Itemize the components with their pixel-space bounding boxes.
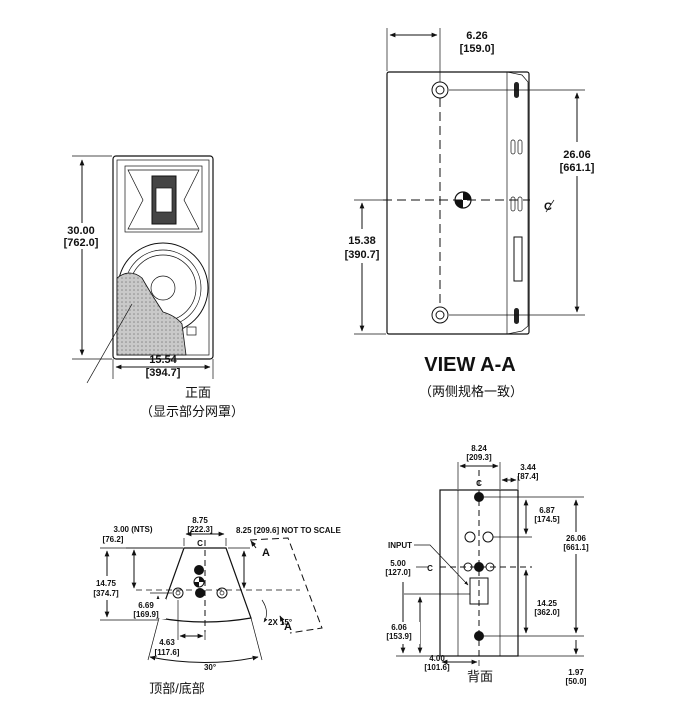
top-view: C 8.75 [222.3] 3.00 (NTS) [76.2] 8.25 [2… (88, 516, 341, 696)
back-h1-dimension: 6.87 [174.5] (484, 496, 560, 538)
top-height-in: 14.75 (96, 579, 117, 588)
back-c-dimension: 5.00 [127.0] (385, 559, 439, 657)
side-holes-in: 26.06 (563, 149, 591, 161)
front-height-mm: [762.0] (64, 237, 99, 249)
side-center-mm: [390.7] (345, 249, 380, 261)
back-side-in: 3.44 (520, 463, 536, 472)
back-mid-in: 14.25 (537, 599, 558, 608)
side-center-dimension: 15.38 [390.7] (340, 199, 386, 335)
top-offset-dimension: 4.63 [117.6] (155, 600, 206, 657)
back-input-callout: INPUT (388, 541, 469, 586)
front-width-dimension: 15.54 [394.7] (112, 354, 214, 379)
top-depth-mm: [222.3] (187, 525, 213, 534)
back-centerline-top: C (476, 479, 482, 488)
back-bottom-dimension: 4.00 [101.6] (424, 654, 480, 672)
back-mid-mm: [362.0] (534, 608, 560, 617)
back-width-mm: [209.3] (466, 453, 492, 462)
top-offset-mm: [117.6] (155, 648, 180, 657)
back-centerline-mid: C (427, 564, 433, 573)
side-depth-mm: [159.0] (460, 43, 495, 55)
front-cabinet (112, 155, 214, 360)
top-nts-in: 3.00 (NTS) (113, 525, 152, 534)
back-caption: 背面 (467, 669, 493, 684)
side-holes-mm: [661.1] (560, 162, 595, 174)
back-bottom-mm: [101.6] (424, 663, 450, 672)
top-section-label-upper: A (262, 547, 270, 559)
top-hole-dimension: 6.69 [169.9] (130, 592, 172, 619)
top-depth-dimension: 8.75 [222.3] (183, 516, 227, 546)
top-caption: 顶部/底部 (149, 681, 205, 696)
top-height-dimension: 14.75 [374.7] (88, 547, 183, 621)
side-holes-dimension: 26.06 [661.1] (449, 89, 598, 316)
front-view: 30.00 [762.0] 15.54 [394.7] 正面 （显示部分网罩） (62, 155, 244, 419)
back-view: C C 8.24 [209.3] 3.44 [87.4] 6.87 [174.5… (385, 444, 592, 686)
back-low-in: 6.06 (391, 623, 407, 632)
front-caption: 正面 (185, 385, 211, 400)
top-depth-in: 8.75 (192, 516, 208, 525)
side-depth-in: 6.26 (466, 30, 487, 42)
top-back-dimension: 8.25 [209.6] NOT TO SCALE (228, 526, 341, 589)
top-angle-markers: 30° 2X 15° (147, 599, 292, 672)
top-angle-big: 30° (204, 663, 216, 672)
side-centerline-mark: C (544, 199, 555, 213)
top-offset-in: 4.63 (159, 638, 175, 647)
back-side-dimension: 3.44 [87.4] (501, 463, 539, 489)
side-view-title: VIEW A-A (424, 354, 515, 376)
back-total-in: 26.06 (566, 534, 587, 543)
grille-leader-line (86, 303, 133, 384)
top-hole-in: 6.69 (138, 601, 154, 610)
back-input-label: INPUT (388, 541, 412, 550)
front-width-in: 15.54 (149, 354, 177, 366)
top-back-label: 8.25 [209.6] NOT TO SCALE (236, 526, 341, 535)
back-h1-in: 6.87 (539, 506, 555, 515)
front-height-in: 30.00 (67, 225, 95, 237)
back-h1-mm: [174.5] (534, 515, 560, 524)
top-section-line: A A (249, 537, 323, 634)
top-section-label-lower: A (284, 621, 292, 633)
back-low-dimension: 6.06 [153.9] (386, 593, 470, 654)
back-side-mm: [87.4] (518, 472, 539, 481)
back-mid-dimension: 14.25 [362.0] (523, 569, 564, 634)
side-caption: （两侧规格一致） (419, 384, 523, 399)
side-centerline-label: C (544, 201, 552, 213)
top-height-mm: [374.7] (93, 589, 119, 598)
front-subcaption: （显示部分网罩） (140, 404, 244, 419)
side-depth-dimension: 6.26 [159.0] (386, 28, 495, 82)
back-c-in: 5.00 (390, 559, 406, 568)
top-hole-mm: [169.9] (133, 610, 159, 619)
back-total-dimension: 26.06 [661.1] (484, 496, 592, 637)
top-nts-mm: [76.2] (103, 535, 124, 544)
front-width-mm: [394.7] (146, 367, 181, 379)
back-width-in: 8.24 (471, 444, 487, 453)
back-bottom-in: 4.00 (429, 654, 445, 663)
back-low-mm: [153.9] (386, 632, 412, 641)
top-centerline-label: C (197, 539, 203, 548)
back-cabinet: C C (427, 470, 532, 660)
side-center-in: 15.38 (348, 235, 376, 247)
back-edge-dimension: 1.97 [50.0] (518, 640, 587, 686)
side-cabinet (383, 71, 530, 335)
back-width-dimension: 8.24 [209.3] (457, 444, 501, 489)
side-view: 6.26 [159.0] 26.06 [661.1] 15.38 [390.7]… (340, 28, 598, 399)
top-angle-small: 2X 15° (268, 618, 292, 627)
back-edge-mm: [50.0] (566, 677, 587, 686)
back-c-mm: [127.0] (385, 568, 411, 577)
back-total-mm: [661.1] (563, 543, 589, 552)
front-height-dimension: 30.00 [762.0] (62, 155, 112, 360)
back-edge-in: 1.97 (568, 668, 584, 677)
